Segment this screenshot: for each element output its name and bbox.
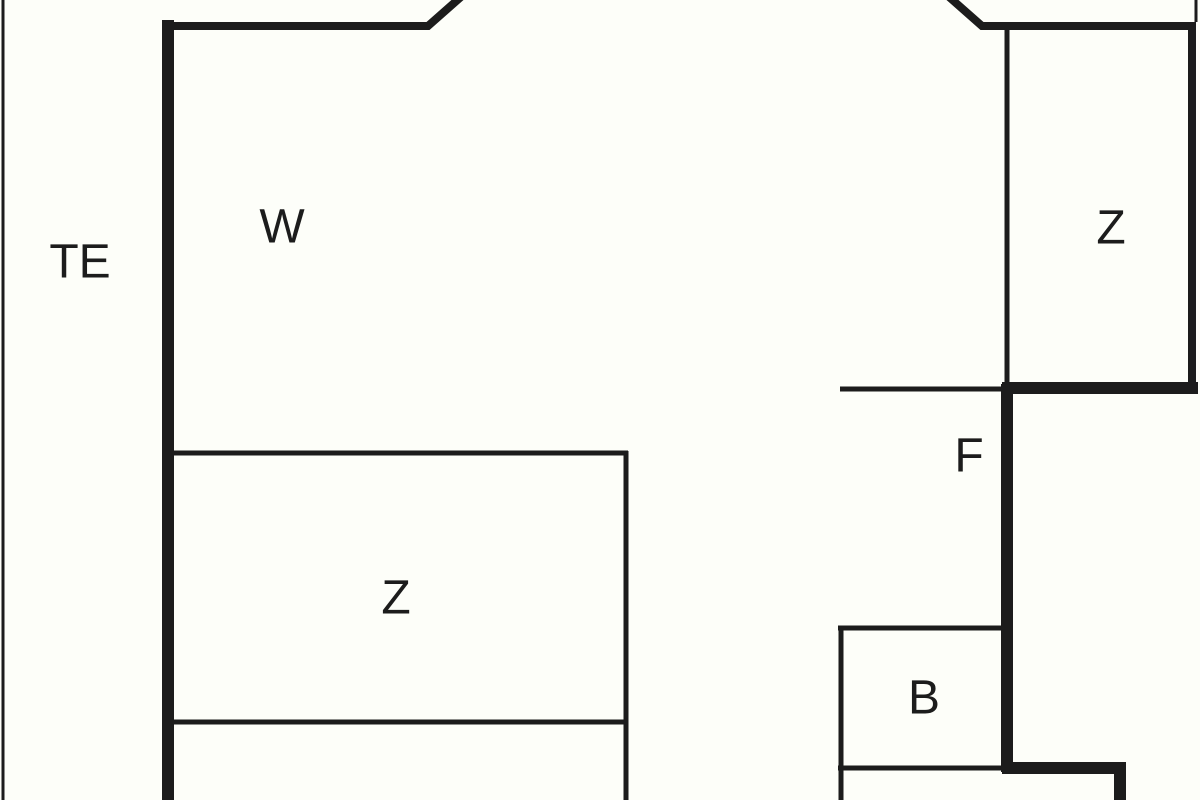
terrace-label: TE xyxy=(49,236,110,289)
bedroom-right-label: Z xyxy=(1096,202,1125,255)
top-exterior-wall-right xyxy=(946,0,1192,30)
hallway-label: F xyxy=(954,430,983,483)
living-room-label: W xyxy=(259,201,305,254)
bathroom-label: B xyxy=(908,672,940,725)
bedroom-left-label: Z xyxy=(381,572,410,625)
top-exterior-wall xyxy=(164,0,464,30)
